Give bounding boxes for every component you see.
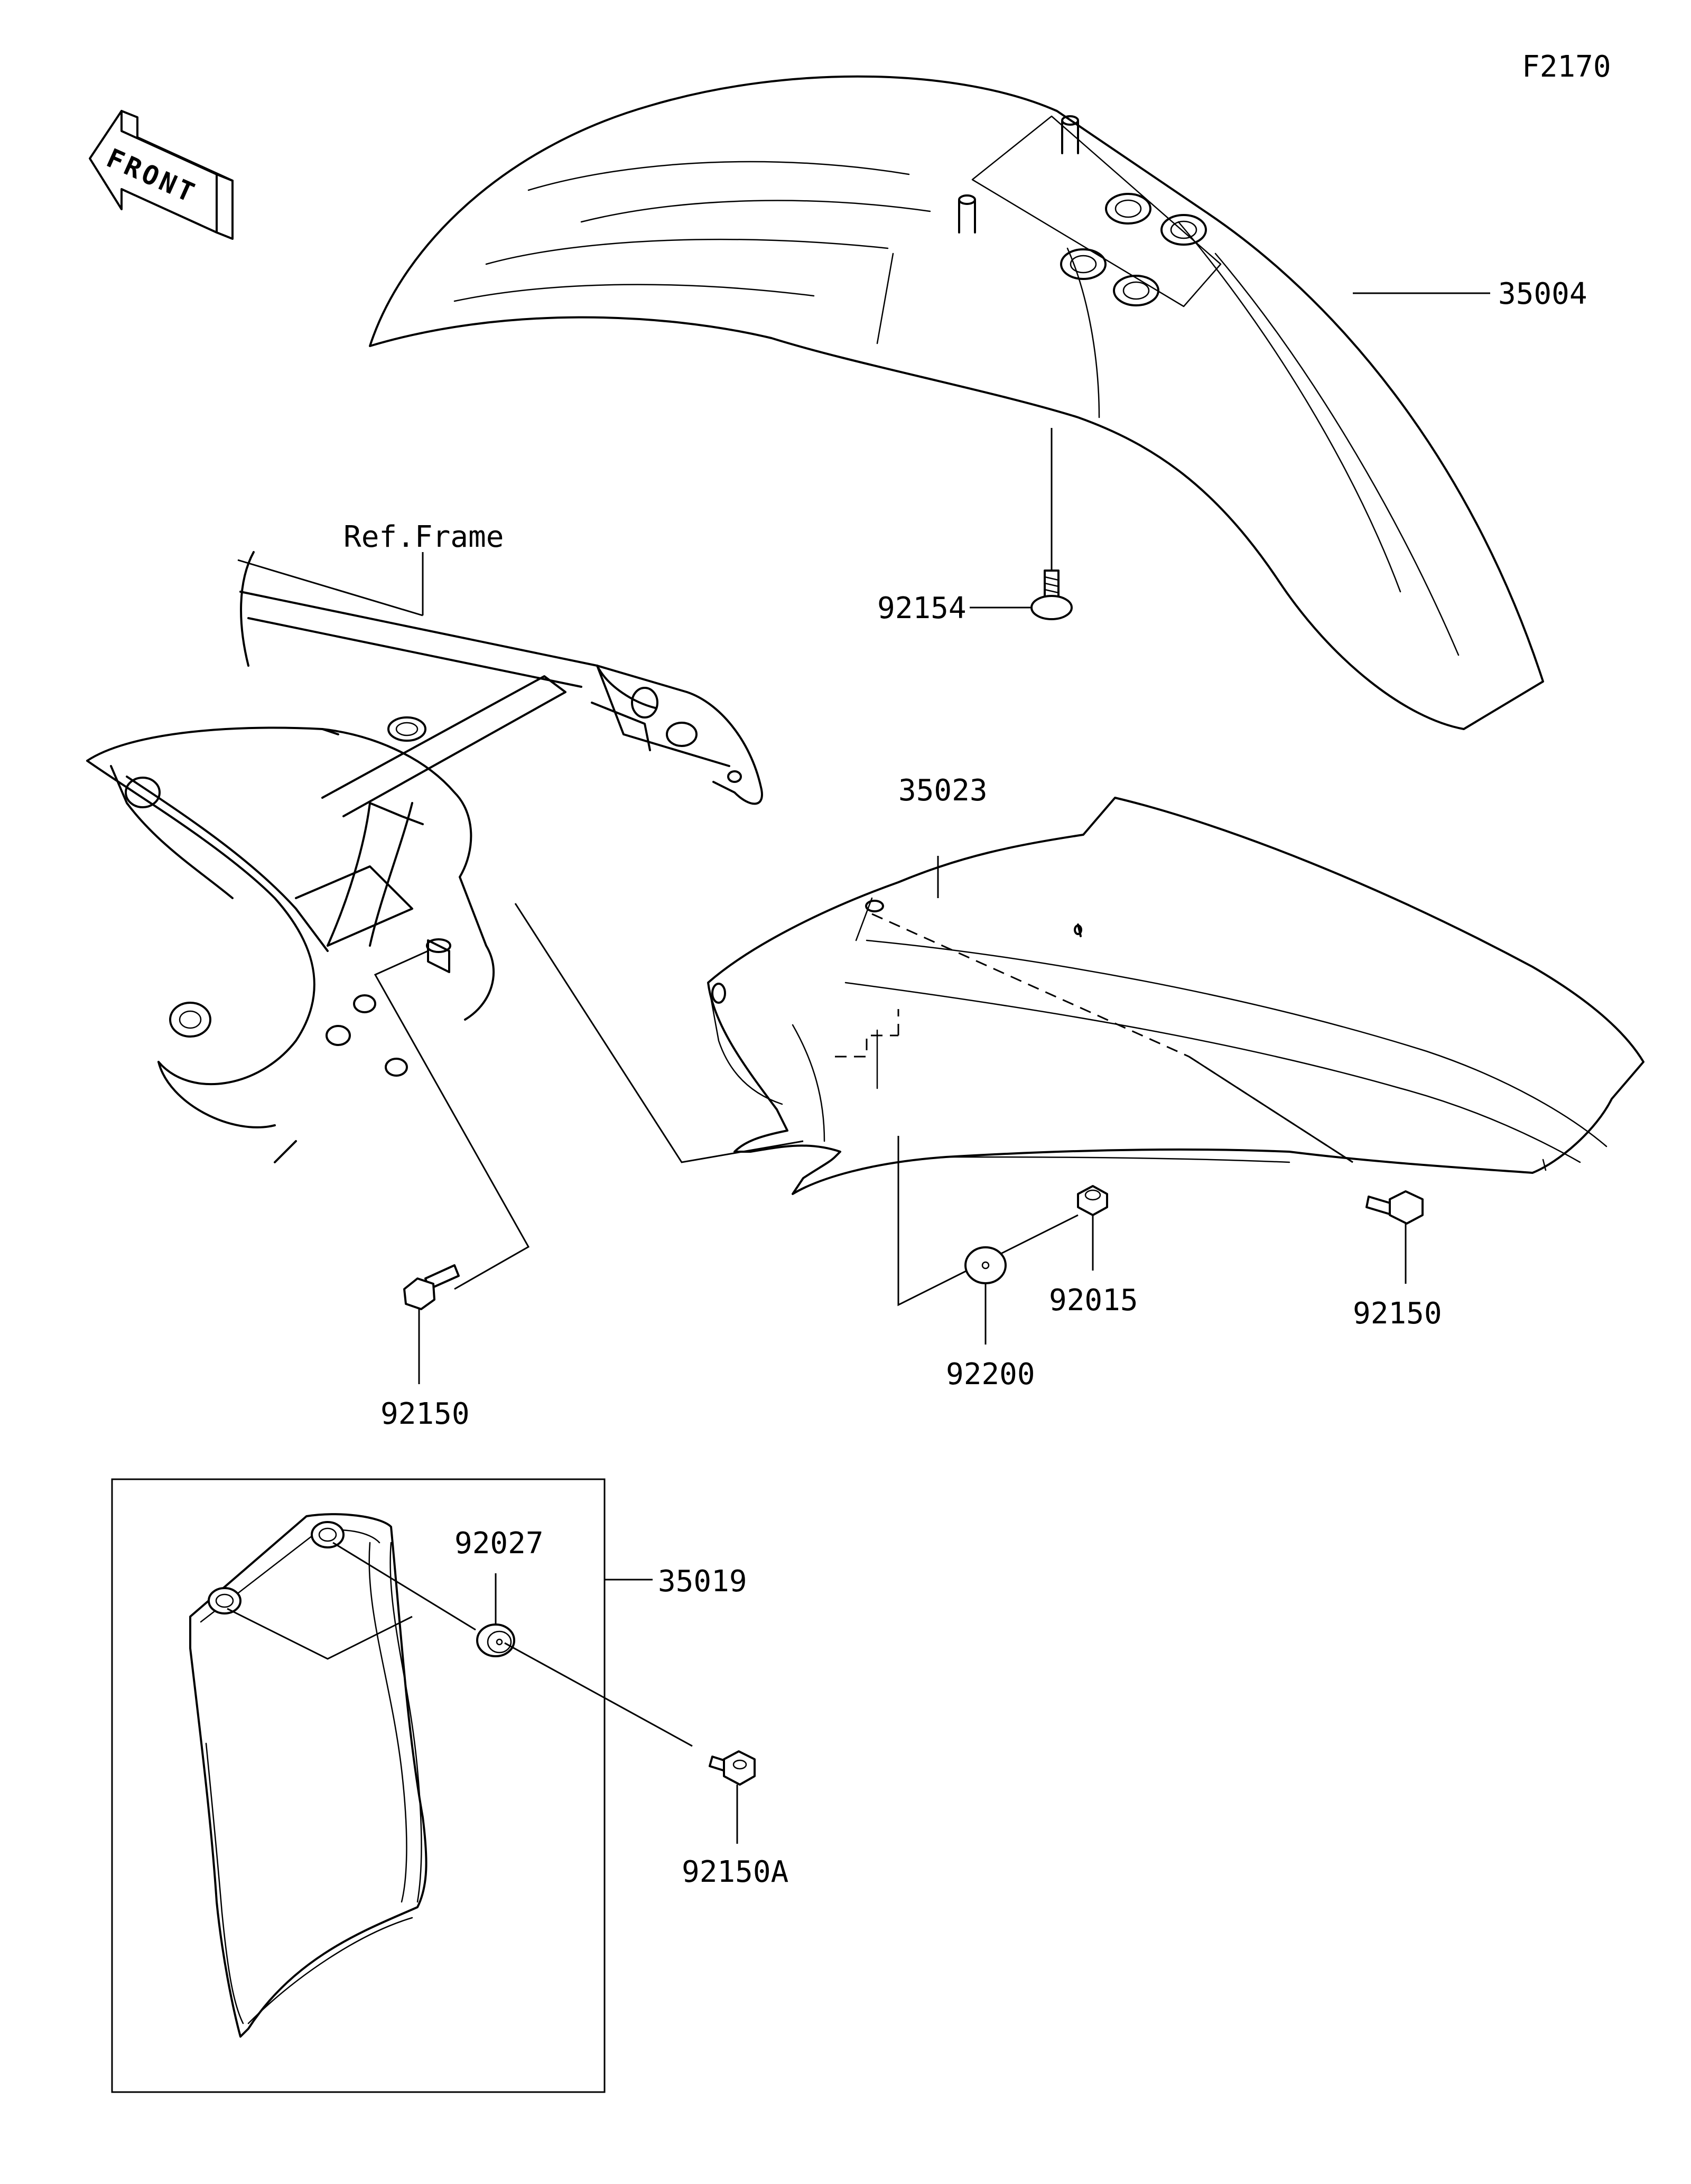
label-washer: 92200 — [946, 1357, 1035, 1392]
washer-92200-drawing — [964, 1246, 1007, 1284]
label-bolt-92150A: 92150A — [682, 1855, 788, 1889]
bolt-92154-drawing — [1030, 570, 1073, 620]
label-front-fender: 35004 — [1498, 277, 1587, 311]
collar-92027-drawing — [476, 1623, 515, 1657]
fork-guard-drawing — [189, 1513, 428, 2038]
bolt-92150A-drawing — [709, 1750, 756, 1786]
front-direction-arrow: FRONT — [89, 110, 234, 240]
label-collar: 92027 — [454, 1526, 544, 1561]
bolt-92150-left-drawing — [403, 1264, 460, 1310]
nut-92015-drawing — [1077, 1185, 1108, 1216]
kit-box — [111, 1478, 606, 2093]
frame-drawing — [86, 551, 763, 1163]
label-nut: 92015 — [1049, 1283, 1138, 1318]
lower-fender-drawing — [707, 797, 1644, 1195]
label-bolt-92154: 92154 — [877, 591, 967, 626]
bolt-92150-right-drawing — [1365, 1190, 1424, 1225]
label-bolt-92150-right: 92150 — [1353, 1296, 1442, 1331]
front-fender-drawing — [369, 75, 1544, 730]
ref-frame-label: Ref.Frame — [343, 520, 504, 554]
diagram-code: F2170 — [1522, 50, 1611, 84]
label-lower-fender: 35023 — [898, 773, 988, 808]
label-bolt-92150-left: 92150 — [380, 1397, 470, 1431]
front-label: FRONT — [102, 143, 201, 209]
label-guard-kit: 35019 — [658, 1564, 747, 1599]
